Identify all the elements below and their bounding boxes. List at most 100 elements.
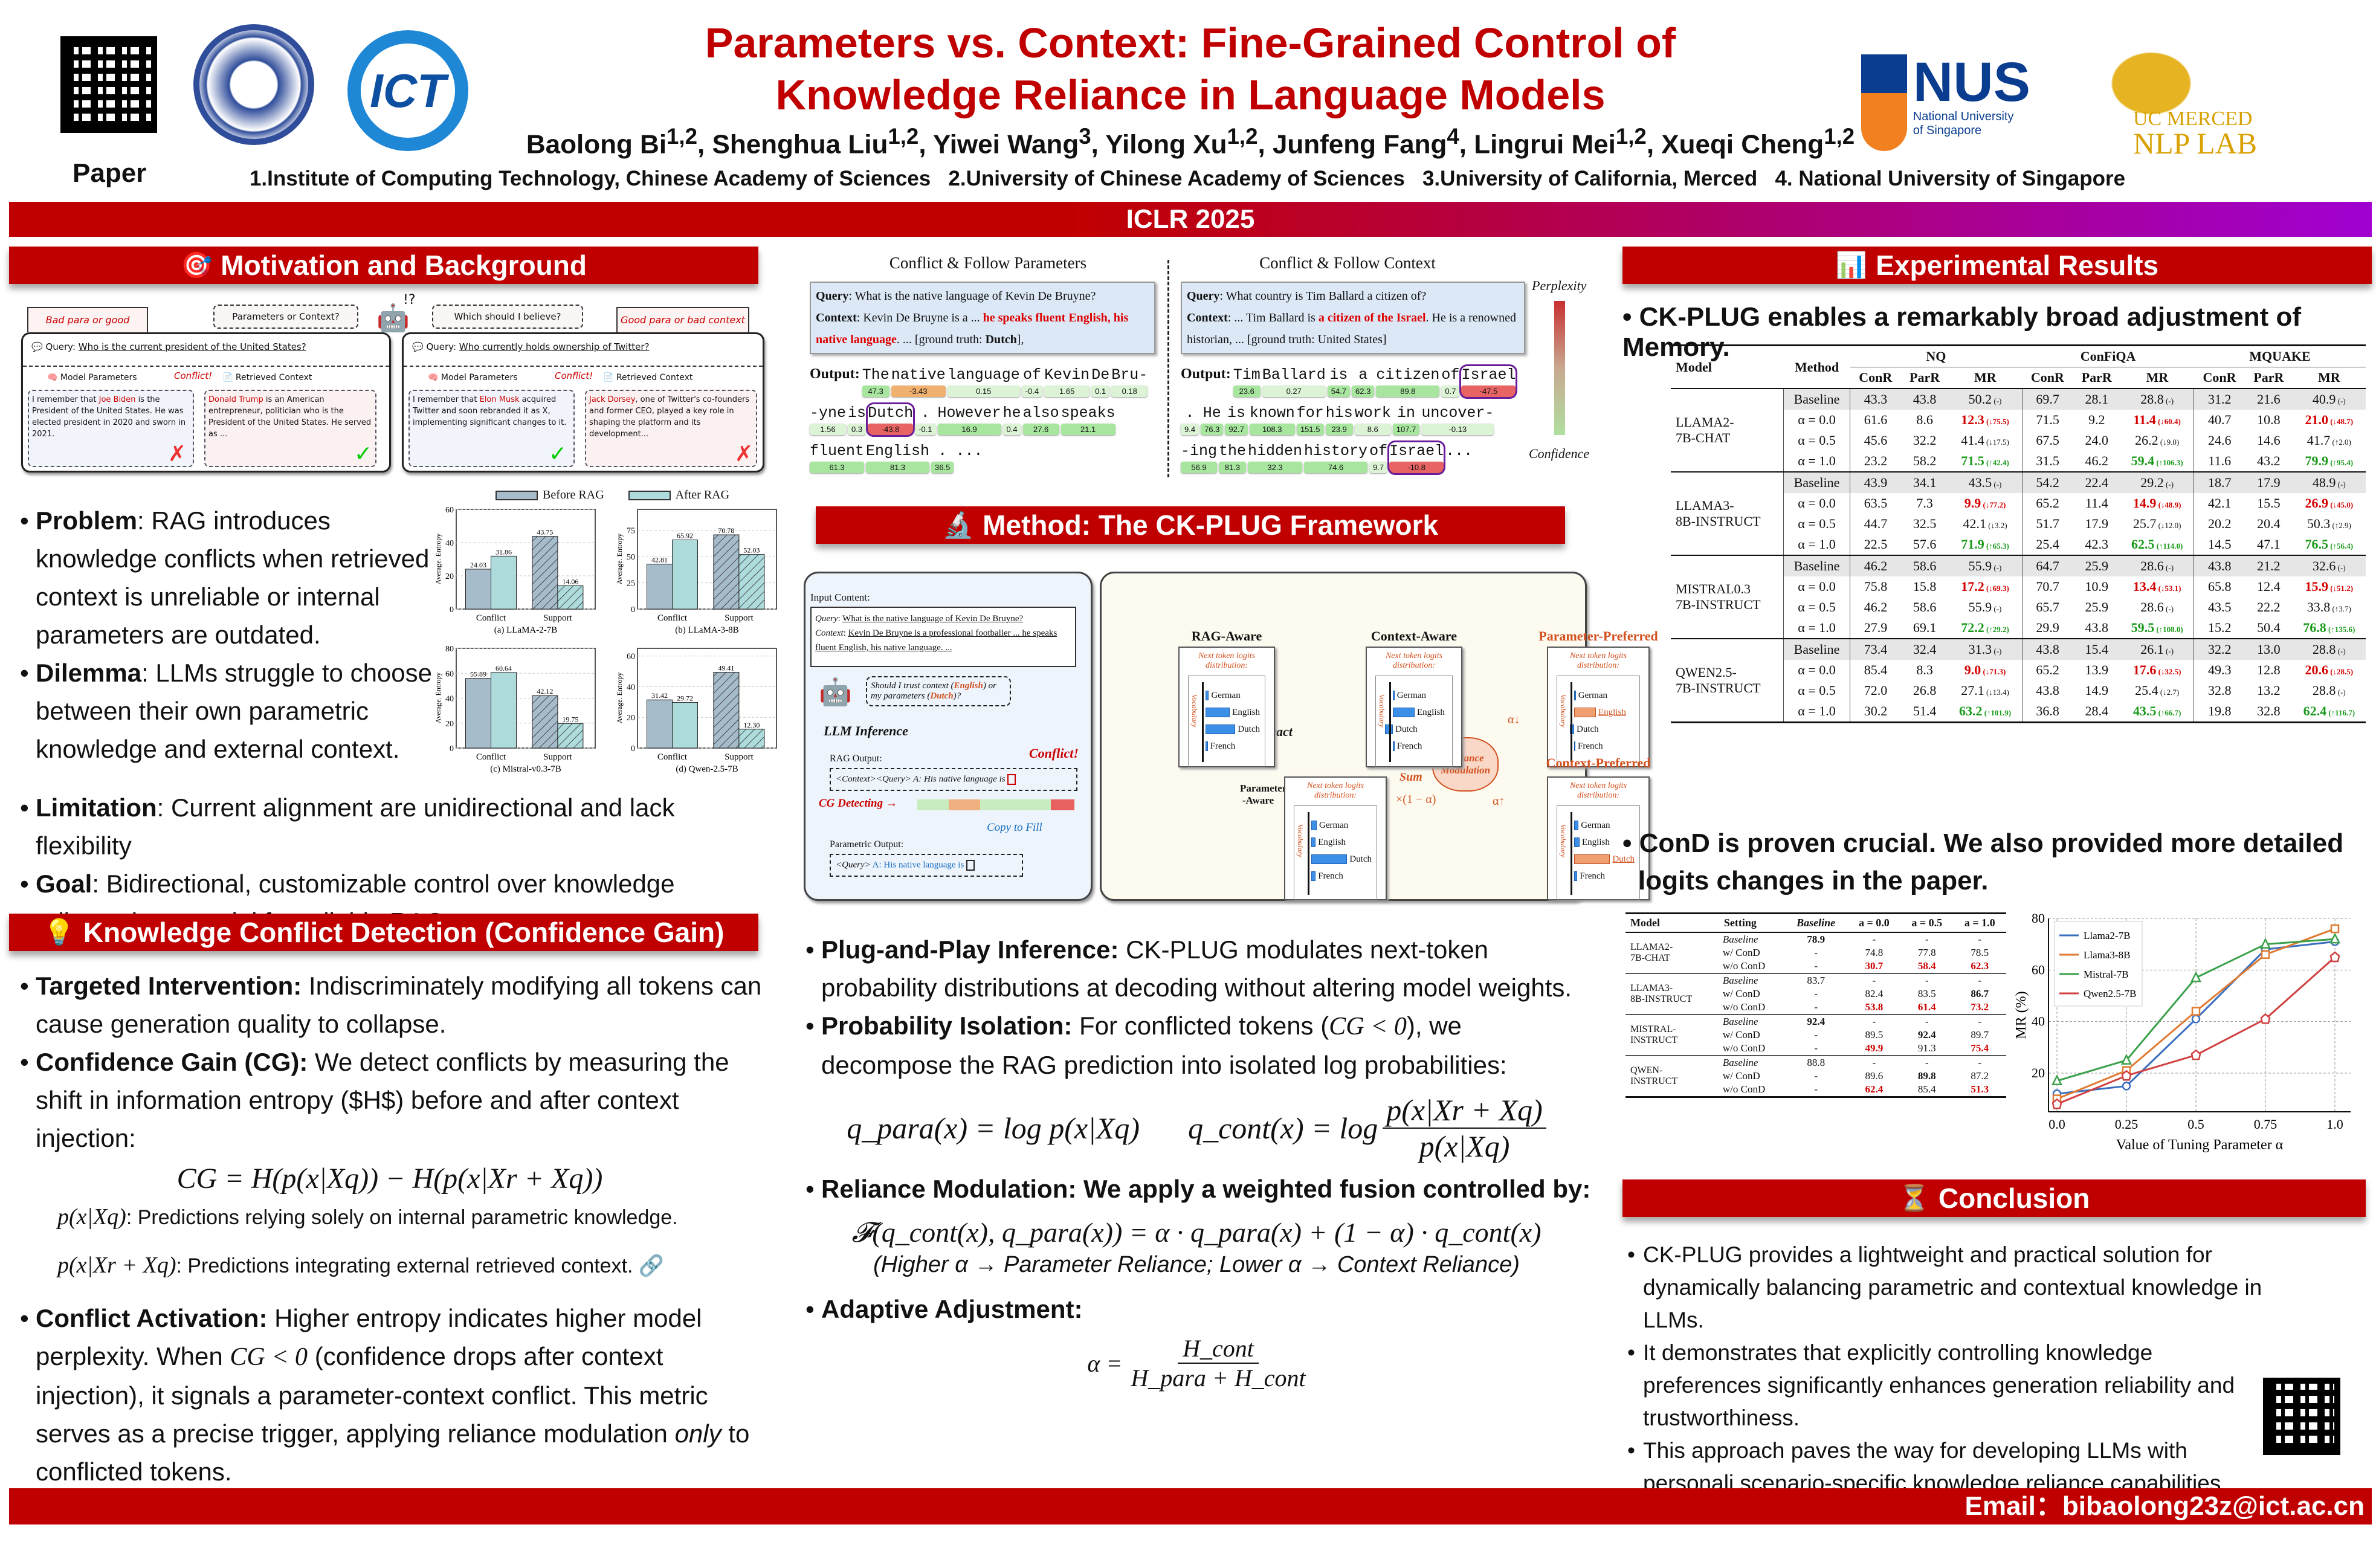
mr-cell: 15.9 (↓51.2) xyxy=(2293,576,2366,597)
metric-cell: 65.8 xyxy=(2208,579,2232,594)
panel-title: Context-Aware xyxy=(1370,628,1458,644)
metric-cell: 58.6 xyxy=(1913,599,1937,615)
x-tick-label: Support xyxy=(725,613,754,623)
conclusion-bullet: It demonstrates that explicitly controll… xyxy=(1622,1337,2275,1434)
mr-delta: (↑135.6) xyxy=(2326,625,2355,634)
token-text: Tim xyxy=(1233,366,1261,384)
x-tick-label: Support xyxy=(725,752,754,762)
x-tick-label: 1.0 xyxy=(2326,1117,2343,1132)
token-confidence-gain: 107.7 xyxy=(1392,424,1420,435)
token-text: is xyxy=(1329,366,1348,384)
mr-delta: (-) xyxy=(2163,604,2174,613)
bar xyxy=(491,672,517,749)
legend-item: After RAG xyxy=(628,488,729,502)
metric-cell: 34.1 xyxy=(1900,472,1949,493)
paper-qr-code[interactable] xyxy=(60,36,157,133)
column-header: a = 0.0 xyxy=(1858,917,1890,929)
mr-delta: (↑65.3) xyxy=(1984,541,2009,550)
mr-cell: 26.2 (↓9.0) xyxy=(2120,430,2195,451)
mr-value: 79.9 xyxy=(2305,453,2328,468)
mr-cell: 32.6 (-) xyxy=(2292,555,2366,576)
x-tick-label: 0.25 xyxy=(2115,1117,2139,1132)
output-token: native-3.43 xyxy=(891,366,946,397)
panel-title: Parameter-Preferred xyxy=(1538,628,1658,644)
token-text: of xyxy=(1022,366,1041,384)
email-link[interactable]: bibaolong23z@ict.ac.cn xyxy=(2062,1491,2365,1521)
token-confidence-gain: -0.13 xyxy=(1421,424,1494,435)
contact-qr-code[interactable] xyxy=(2263,1378,2340,1455)
subplot-title: (d) Qwen-2.5-7B xyxy=(676,764,738,774)
link-icon[interactable]: 🔗 xyxy=(638,1254,665,1277)
bar xyxy=(647,699,673,749)
bar-hatch xyxy=(557,723,583,748)
section-header-conflict-detection: 💡Knowledge Conflict Detection (Confidenc… xyxy=(9,914,758,951)
y-tick-label: 60 xyxy=(2032,962,2045,977)
model-name: LLAMA3-8B-INSTRUCT xyxy=(1671,472,1783,555)
value-cell: 89.7 xyxy=(1971,1029,1989,1040)
metric-cell: 32.5 xyxy=(1913,516,1937,531)
mr-value: 72.2 xyxy=(1961,620,1984,635)
tab-bad-para: Bad para or good context xyxy=(27,307,148,350)
column-header: MR xyxy=(2317,370,2340,385)
author-name: Lingrui Mei xyxy=(1474,129,1616,160)
column-header: a = 1.0 xyxy=(1964,917,1995,929)
parametric-memory-box: I remember that Joe Biden is the Preside… xyxy=(28,390,194,467)
mr-value: 76.8 xyxy=(2303,620,2326,635)
token-confidence-gain: -0.1 xyxy=(915,424,936,435)
metric-cell: 61.6 xyxy=(1864,412,1888,427)
legend-label: After RAG xyxy=(675,488,730,502)
metric-cell: 28.1 xyxy=(2073,389,2120,410)
metric-cell: 22.5 xyxy=(1864,537,1888,552)
nus-crest-icon xyxy=(1861,54,1907,151)
mr-delta: (-) xyxy=(2163,563,2174,572)
vocab-token: Dutch xyxy=(1612,854,1635,864)
data-label: 24.03 xyxy=(470,561,486,569)
vocab-axis xyxy=(1389,682,1391,762)
metric-cell: 40.7 xyxy=(2208,412,2232,427)
metric-cell: 8.3 xyxy=(1916,662,1933,677)
output-token: uncover--0.13 xyxy=(1421,404,1494,435)
mr-cell: 25.7 (↓12.0) xyxy=(2120,514,2195,534)
card-divider xyxy=(404,366,763,367)
method-cell: α = 1.0 xyxy=(1783,534,1851,555)
vocab-axis xyxy=(1571,812,1572,895)
data-label: 42.12 xyxy=(537,687,553,695)
value-cell: - xyxy=(1872,1057,1876,1068)
perplexity-confidence-scale xyxy=(1554,301,1565,435)
retrieved-context-box: Donald Trump is an American entrepreneur… xyxy=(204,390,376,467)
y-axis-label: Average. Entropy xyxy=(434,673,442,723)
metric-cell: 57.6 xyxy=(1913,537,1937,552)
mr-cell: 71.5 (↑42.4) xyxy=(1948,451,2023,472)
mr-delta: (↑42.4) xyxy=(1984,458,2009,467)
mr-delta: (-) xyxy=(1992,604,2002,613)
sub-bullet-parametric: p(x|Xq): Predictions relying solely on i… xyxy=(57,1204,678,1230)
value-cell: - xyxy=(1925,1016,1929,1027)
mr-value: 59.5 xyxy=(2131,620,2155,635)
method-cell: α = 0.5 xyxy=(1783,680,1851,701)
mr-delta: (↓32.5) xyxy=(2156,667,2181,676)
mr-delta: (-) xyxy=(2163,480,2174,489)
y-tick-label: 0 xyxy=(450,605,454,615)
token-text: Dutch xyxy=(868,404,914,422)
vocab-token: French xyxy=(1396,741,1422,751)
metric-cell: 15.5 xyxy=(2257,495,2281,511)
cas-logo xyxy=(193,24,314,145)
mr-delta: (↓75.5) xyxy=(1984,417,2009,426)
setting-cell: w/o ConD xyxy=(1722,1001,1766,1013)
subplot-title: (a) LLaMA-2-7B xyxy=(494,625,558,635)
model-parameters-label: 🧠 Model Parameters xyxy=(47,373,137,382)
data-label: 19.75 xyxy=(562,715,578,723)
bullet-probability-isolation: Probability Isolation: For conflicted to… xyxy=(801,1007,1592,1084)
